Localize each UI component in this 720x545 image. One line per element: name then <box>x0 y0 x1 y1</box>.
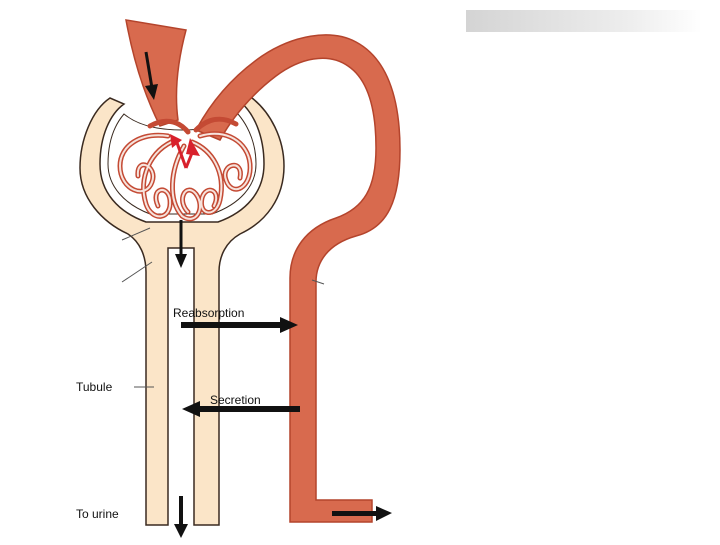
blood-flow-arrows <box>170 134 200 169</box>
afferent-flow-arrow <box>144 51 158 100</box>
leader-lines <box>121 227 325 388</box>
glomerulus-inner <box>118 132 252 220</box>
urine-arrow <box>174 496 188 538</box>
bowmans-capsule-and-tubule <box>79 97 285 526</box>
reabsorption-arrow <box>181 317 298 333</box>
peritubular-vessel <box>194 34 401 523</box>
afferent-arteriole <box>125 19 187 127</box>
corner-gradient-bar <box>466 10 702 32</box>
secretion-label: Secretion <box>210 393 261 407</box>
reabsorption-label: Reabsorption <box>173 306 245 320</box>
filtration-arrow <box>175 220 187 268</box>
to-urine-label: To urine <box>76 507 119 521</box>
secretion-arrow <box>182 401 300 417</box>
vessel-exit-arrow <box>332 506 392 521</box>
tubule-label: Tubule <box>76 380 113 394</box>
